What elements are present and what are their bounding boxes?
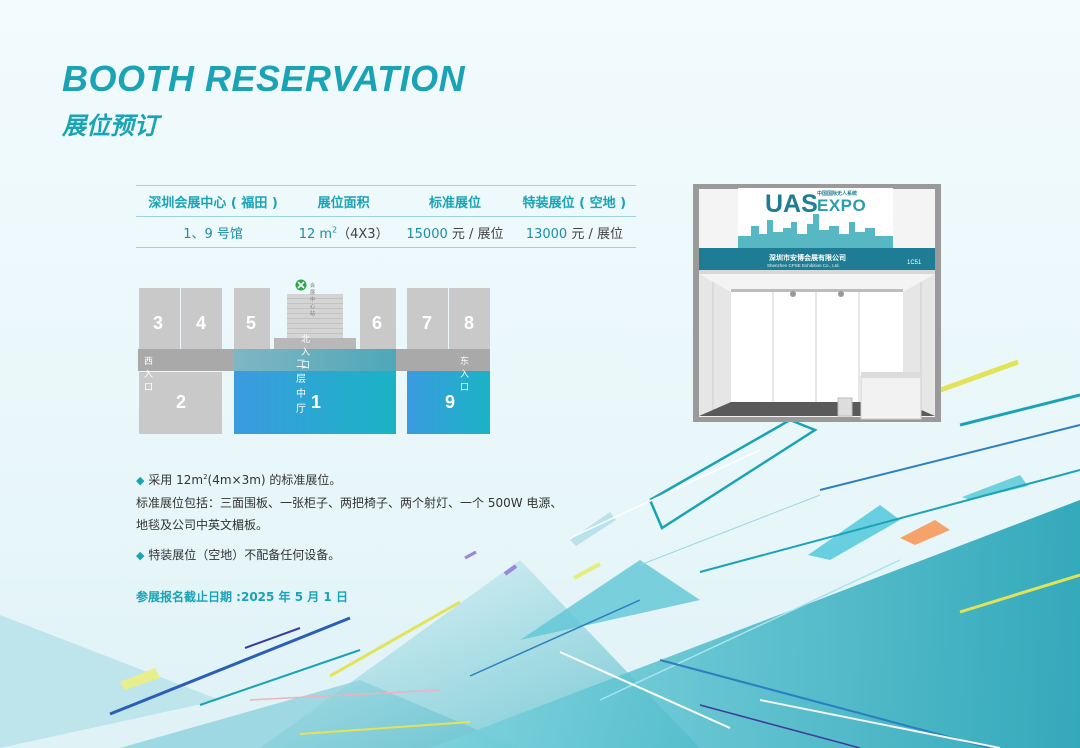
- cell-special-price: 13000 元 / 展位: [512, 216, 636, 248]
- page-title-cn: 展位预订: [62, 112, 158, 140]
- hall-8-label: 8: [464, 313, 475, 333]
- hall-9-block: [407, 371, 490, 434]
- hall-3-label: 3: [153, 313, 164, 333]
- booth-company-cn: 深圳市安博会展有限公司: [769, 254, 846, 262]
- hall-1-label: 1: [311, 392, 322, 412]
- hall-2-label: 2: [176, 392, 187, 412]
- metro-station-label: 会展中心站: [310, 283, 316, 317]
- hall-5-block: [234, 288, 270, 349]
- hall-8-block: [449, 288, 490, 349]
- hall-2-block: [139, 372, 222, 434]
- hall-5-label: 5: [246, 313, 257, 333]
- page-title-en: BOOTH RESERVATION: [62, 58, 466, 99]
- header-area: 展位面积: [290, 185, 398, 217]
- hall-6-block: [360, 288, 396, 349]
- north-entrance-label: 北入口: [301, 335, 311, 371]
- booth-logo-sub: EXPO: [817, 196, 867, 215]
- hall-4-block: [181, 288, 222, 349]
- desc-line-4-text: 特装展位（空地）不配备任何设备。: [148, 548, 341, 562]
- hall-4-label: 4: [196, 313, 207, 333]
- special-unit: 元 / 展位: [571, 226, 623, 242]
- halls-value: 1、9 号馆: [183, 226, 243, 242]
- booth-company-en: Shenzhen CPSE Exhibition Co., Ltd.: [767, 263, 840, 268]
- mezzanine-label: 二层中厅: [296, 359, 306, 415]
- special-price: 13000: [525, 226, 568, 242]
- desc-line-1-b: (4m×3m) 的标准展位。: [207, 473, 342, 487]
- table-row: 1、9 号馆 12 m2（4X3） 15000 元 / 展位 13000 元 /…: [136, 216, 636, 248]
- standard-price: 15000: [406, 226, 448, 242]
- hall-7-label: 7: [422, 313, 433, 333]
- booth-logo-main: UAS: [765, 190, 818, 218]
- hall-9-label: 9: [445, 392, 456, 412]
- hall-7-block: [407, 288, 448, 349]
- table-header-row: 深圳会展中心 ( 福田 ) 展位面积 标准展位 特装展位 ( 空地 ): [136, 185, 636, 217]
- booth-logo-cn: 中国国际无人系统: [817, 191, 858, 197]
- area-sup: 2: [332, 225, 338, 235]
- cell-standard-price: 15000 元 / 展位: [397, 216, 513, 248]
- header-standard: 标准展位: [397, 185, 513, 217]
- standard-unit: 元 / 展位: [451, 226, 504, 242]
- east-entrance-label: 东入口: [460, 357, 470, 393]
- desc-line-1-sup: 2: [203, 473, 208, 481]
- header-venue: 深圳会展中心 ( 福田 ): [136, 185, 291, 217]
- area-value: 12 m: [298, 226, 333, 242]
- metro-icon: [295, 279, 307, 291]
- north-stairs: [287, 294, 343, 340]
- standard-booth-illustration: UAS EXPO 中国国际无人系统 深圳市安博会展有限公司 Shenzhen C…: [693, 184, 941, 422]
- hall-1-block: [234, 371, 396, 434]
- west-entrance-label: 西入口: [144, 357, 154, 393]
- cell-area: 12 m2（4X3）: [290, 216, 398, 248]
- diamond-bullet-icon: ◆: [136, 549, 145, 562]
- north-entrance-block: [274, 338, 356, 352]
- diamond-bullet-icon: ◆: [136, 474, 145, 487]
- booth-number: 1C51: [907, 260, 922, 266]
- hall-6-label: 6: [372, 313, 383, 333]
- desc-line-1: ◆ 采用 12m2(4m×3m) 的标准展位。: [136, 471, 341, 488]
- desc-line-3: 地毯及公司中英文楣板。: [136, 518, 269, 532]
- mezzanine-band: [234, 349, 396, 371]
- area-dims: （4X3）: [337, 226, 389, 242]
- booth-info-table: 深圳会展中心 ( 福田 ) 展位面积 标准展位 特装展位 ( 空地 ) 1、9 …: [136, 185, 636, 248]
- desc-line-1-a: 采用 12m: [148, 473, 204, 487]
- booth-drawing: [693, 184, 941, 422]
- cell-halls: 1、9 号馆: [136, 216, 291, 248]
- hall-3-block: [139, 288, 180, 349]
- registration-deadline: 参展报名截止日期 :2025 年 5 月 1 日: [136, 590, 348, 604]
- desc-line-4: ◆ 特装展位（空地）不配备任何设备。: [136, 546, 340, 563]
- desc-line-2: 标准展位包括：三面围板、一张柜子、两把椅子、两个射灯、一个 500W 电源、: [136, 496, 563, 510]
- header-special: 特装展位 ( 空地 ): [512, 185, 636, 217]
